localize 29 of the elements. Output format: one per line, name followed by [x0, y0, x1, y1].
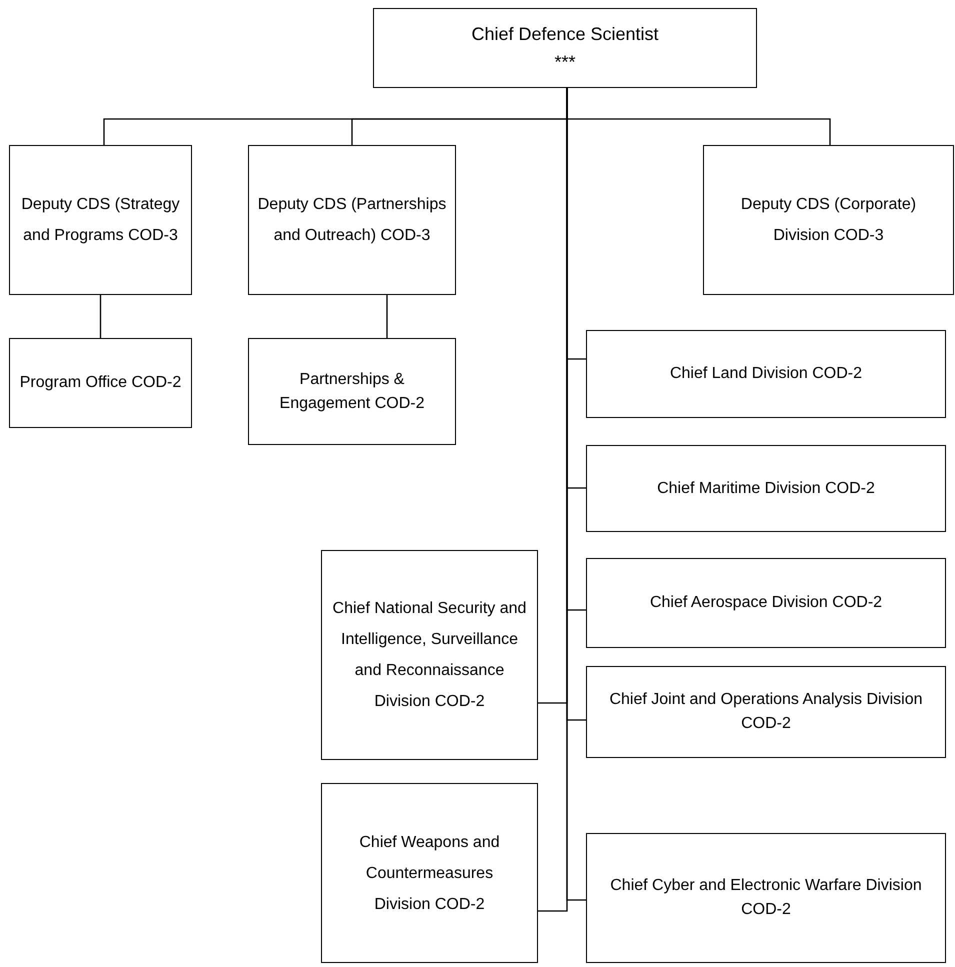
box-text: ***	[554, 51, 576, 74]
org-box	[373, 8, 757, 88]
org-box	[9, 338, 192, 428]
box-text: Program Office COD-2	[20, 373, 182, 393]
org-box	[248, 338, 456, 445]
connector-line	[100, 295, 102, 338]
box-text: Partnerships & Engagement COD-2	[279, 370, 425, 414]
org-box	[586, 666, 946, 758]
connector-line	[386, 295, 388, 338]
box-text: Chief Land Division COD-2	[670, 364, 862, 384]
box-text: Chief Weapons and Countermeasures Division COD-2	[358, 832, 501, 914]
org-box	[586, 445, 946, 532]
box-text: Chief National Security and Intelligence, Surveillance and Reconnaissance Division COD-2	[332, 599, 528, 712]
box-text: Chief Cyber and Electronic Warfare Division COD-2	[609, 876, 923, 920]
box-text: Deputy CDS (Corporate) Division COD-3	[740, 195, 918, 246]
box-text: Deputy CDS (Partnerships and Outreach) COD-3	[257, 195, 447, 246]
box-text: Chief Joint and Operations Analysis Division COD-2	[608, 690, 924, 734]
org-box	[586, 330, 946, 418]
org-box	[9, 145, 192, 295]
org-box	[248, 145, 456, 295]
box-text: Deputy CDS (Strategy and Programs COD-3	[20, 195, 181, 246]
org-box	[703, 145, 954, 295]
org-box	[586, 833, 946, 963]
box-text: Chief Defence Scientist	[471, 23, 659, 46]
box-text: Chief Maritime Division COD-2	[657, 478, 875, 498]
org-box	[321, 783, 538, 963]
box-text: Chief Aerospace Division COD-2	[650, 593, 882, 613]
org-box	[321, 550, 538, 760]
org-box	[586, 558, 946, 648]
